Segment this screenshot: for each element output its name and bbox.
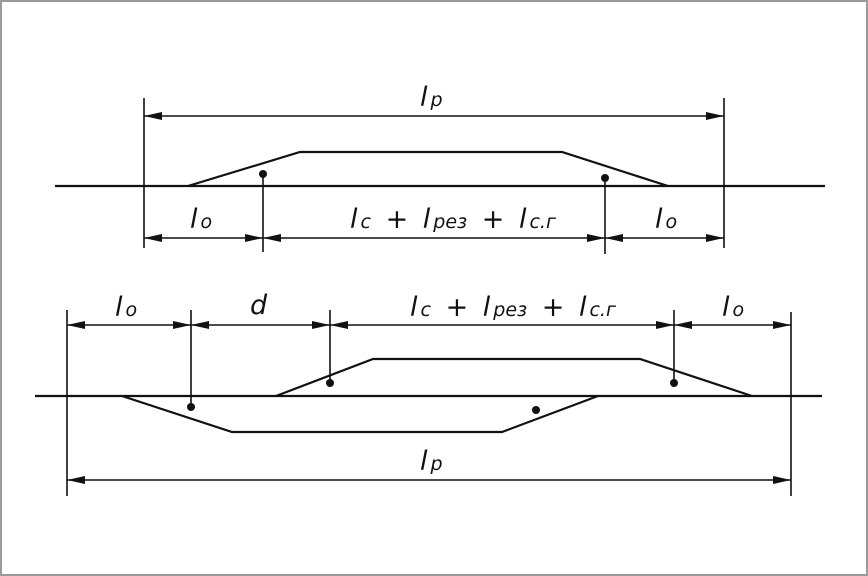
upper-signal-left <box>259 170 267 178</box>
lower-signal-1 <box>187 403 195 411</box>
upper-chain-arrow-5 <box>605 234 623 242</box>
lower-chain-arrow-4 <box>312 321 330 329</box>
lower-total-arrow-right <box>773 476 791 484</box>
upper-total-arrow-left <box>144 112 162 120</box>
lower-signal-2 <box>326 379 334 387</box>
lower-signal-3 <box>670 379 678 387</box>
lower-chain-arrow-6 <box>656 321 674 329</box>
upper-chain-arrow-4 <box>587 234 605 242</box>
upper-chain-arrow-6 <box>706 234 724 242</box>
lower-chain-arrow-5 <box>330 321 348 329</box>
lower-chain-arrow-8 <box>773 321 791 329</box>
upper-chain-arrow-1 <box>144 234 162 242</box>
upper-total-arrow-right <box>706 112 724 120</box>
upper-chain-arrow-2 <box>245 234 263 242</box>
lower-chain-arrow-3 <box>191 321 209 329</box>
lower-total-arrow-left <box>67 476 85 484</box>
lower-distance-label: d <box>250 290 268 321</box>
lower-signal-4 <box>532 406 540 414</box>
upper-siding-track <box>187 150 669 188</box>
lower-lower-siding-track <box>121 394 599 434</box>
lower-chain-arrow-2 <box>173 321 191 329</box>
upper-chain-arrow-3 <box>263 234 281 242</box>
lower-chain-arrow-1 <box>67 321 85 329</box>
lower-chain-arrow-7 <box>674 321 692 329</box>
upper-signal-right <box>601 174 609 182</box>
lower-upper-siding-track <box>275 357 753 398</box>
